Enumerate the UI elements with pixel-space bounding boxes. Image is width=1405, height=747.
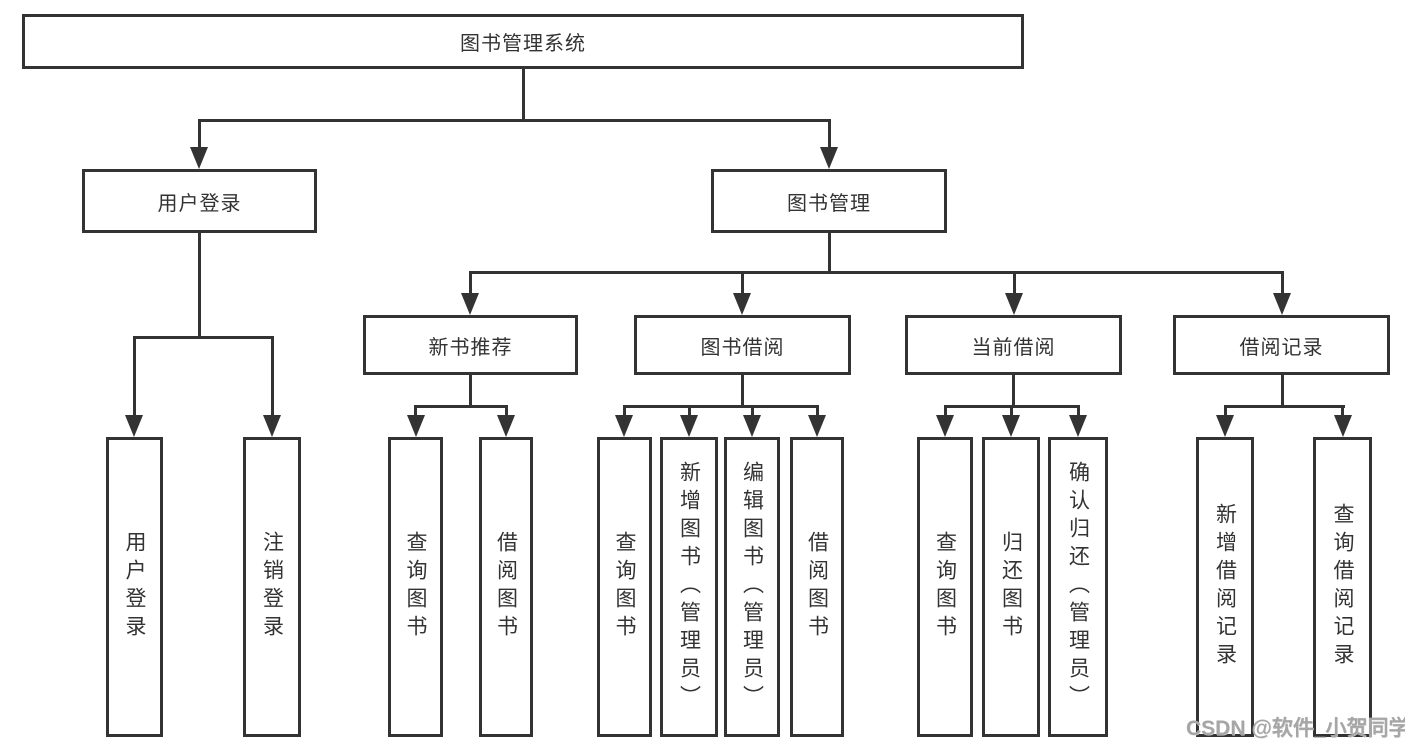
leaf-bb-edit-book-admin: 编辑图书（管理员） — [724, 437, 780, 737]
leaf-cb-return-book-label: 归还图书 — [999, 531, 1023, 643]
connector-currentborrow-stem — [1012, 375, 1015, 408]
leaf-nb-borrow-books: 借阅图书 — [479, 437, 533, 737]
leaf-cb-query-books-label: 查询图书 — [933, 531, 957, 643]
node-user-login: 用户登录 — [82, 169, 317, 233]
node-new-book-recommend: 新书推荐 — [363, 315, 578, 375]
connector-bookmgmt-stem — [827, 233, 831, 274]
connector-currentborrow-drop-2 — [1009, 405, 1013, 418]
arrow-down-icon — [615, 415, 633, 437]
node-current-borrow: 当前借阅 — [905, 315, 1122, 375]
arrow-down-icon — [461, 293, 479, 315]
connector-bookborrow-drop-1 — [622, 405, 626, 418]
node-book-borrow-label: 图书借阅 — [700, 336, 785, 359]
node-root-label: 图书管理系统 — [460, 33, 586, 55]
arrow-down-icon — [190, 147, 208, 169]
connector-root-rail — [197, 119, 831, 122]
arrow-down-icon — [936, 415, 954, 437]
connector-newbook-drop-1 — [414, 405, 417, 418]
connector-currentborrow-drop-1 — [943, 405, 947, 418]
node-book-borrow: 图书借阅 — [634, 315, 851, 375]
connector-bookmgmt-rail — [468, 271, 1284, 274]
connector-root-drop-right — [827, 119, 831, 152]
arrow-down-icon — [125, 415, 143, 437]
connector-records-stem — [1280, 375, 1284, 408]
node-book-management: 图书管理 — [711, 169, 947, 233]
connector-bookborrow-rail — [622, 405, 819, 408]
leaf-nb-query-books: 查询图书 — [388, 437, 443, 737]
connector-root-stem — [521, 69, 525, 122]
node-root: 图书管理系统 — [22, 14, 1024, 69]
leaf-bb-query-books-label: 查询图书 — [613, 531, 636, 643]
connector-userlogin-rail — [132, 336, 274, 339]
connector-root-drop-left — [197, 119, 201, 152]
leaf-user-login: 用户登录 — [106, 437, 163, 737]
node-borrow-records: 借阅记录 — [1173, 315, 1390, 375]
arrow-down-icon — [1273, 293, 1291, 315]
leaf-user-login-label: 用户登录 — [123, 531, 146, 643]
leaf-bb-edit-book-admin-label: 编辑图书（管理员） — [740, 461, 764, 713]
connector-bookborrow-drop-3 — [750, 405, 754, 418]
connector-bookborrow-stem — [740, 375, 744, 408]
arrow-down-icon — [1005, 293, 1023, 315]
connector-newbook-stem — [469, 375, 472, 408]
leaf-br-query-record: 查询借阅记录 — [1313, 437, 1372, 737]
leaf-logout: 注销登录 — [243, 437, 301, 737]
leaf-bb-add-book-admin: 新增图书（管理员） — [660, 437, 718, 737]
arrow-down-icon — [1216, 415, 1234, 437]
arrow-down-icon — [808, 415, 826, 437]
connector-userlogin-drop-left — [132, 336, 136, 418]
node-new-book-recommend-label: 新书推荐 — [428, 336, 513, 359]
leaf-br-query-record-label: 查询借阅记录 — [1331, 503, 1354, 671]
arrow-down-icon — [1002, 415, 1020, 437]
connector-currentborrow-drop-3 — [1076, 405, 1080, 418]
arrow-down-icon — [263, 415, 281, 437]
node-current-borrow-label: 当前借阅 — [971, 336, 1056, 359]
leaf-nb-borrow-books-label: 借阅图书 — [494, 531, 518, 643]
connector-newbook-drop-2 — [504, 405, 508, 418]
leaf-bb-borrow-books-label: 借阅图书 — [805, 531, 829, 643]
leaf-nb-query-books-label: 查询图书 — [404, 531, 427, 643]
connector-newbook-rail — [414, 405, 508, 408]
connector-bookborrow-drop-2 — [687, 405, 691, 418]
connector-userlogin-drop-right — [270, 336, 274, 418]
connector-bookmgmt-drop-4 — [1280, 271, 1284, 295]
leaf-cb-confirm-return-admin-label: 确认归还（管理员） — [1066, 461, 1090, 713]
arrow-down-icon — [733, 293, 751, 315]
leaf-cb-confirm-return-admin: 确认归还（管理员） — [1048, 437, 1108, 737]
node-user-login-label: 用户登录 — [157, 192, 242, 215]
csdn-watermark: CSDN @软件_小贺同学 — [1186, 717, 1405, 740]
leaf-logout-label: 注销登录 — [260, 531, 284, 643]
arrow-down-icon — [743, 415, 761, 437]
leaf-bb-borrow-books: 借阅图书 — [790, 437, 844, 737]
leaf-br-add-record-label: 新增借阅记录 — [1213, 503, 1237, 671]
connector-bookmgmt-drop-2 — [740, 271, 744, 295]
arrow-down-icon — [497, 415, 515, 437]
arrow-down-icon — [1333, 415, 1352, 437]
arrow-down-icon — [820, 147, 838, 169]
connector-bookmgmt-drop-1 — [468, 271, 472, 295]
node-borrow-records-label: 借阅记录 — [1239, 336, 1324, 359]
connector-records-rail — [1223, 405, 1345, 408]
arrow-down-icon — [680, 415, 698, 437]
connector-userlogin-stem — [197, 233, 201, 339]
connector-records-drop-2 — [1341, 405, 1344, 418]
node-book-management-label: 图书管理 — [787, 192, 871, 215]
leaf-br-add-record: 新增借阅记录 — [1196, 437, 1254, 737]
arrow-down-icon — [406, 415, 425, 437]
leaf-bb-add-book-admin-label: 新增图书（管理员） — [677, 461, 701, 713]
leaf-bb-query-books: 查询图书 — [597, 437, 652, 737]
arrow-down-icon — [1069, 415, 1087, 437]
connector-bookmgmt-drop-3 — [1012, 271, 1016, 295]
connector-bookborrow-drop-4 — [815, 405, 819, 418]
leaf-cb-query-books: 查询图书 — [917, 437, 973, 737]
connector-records-drop-1 — [1223, 405, 1227, 418]
leaf-cb-return-book: 归还图书 — [982, 437, 1040, 737]
